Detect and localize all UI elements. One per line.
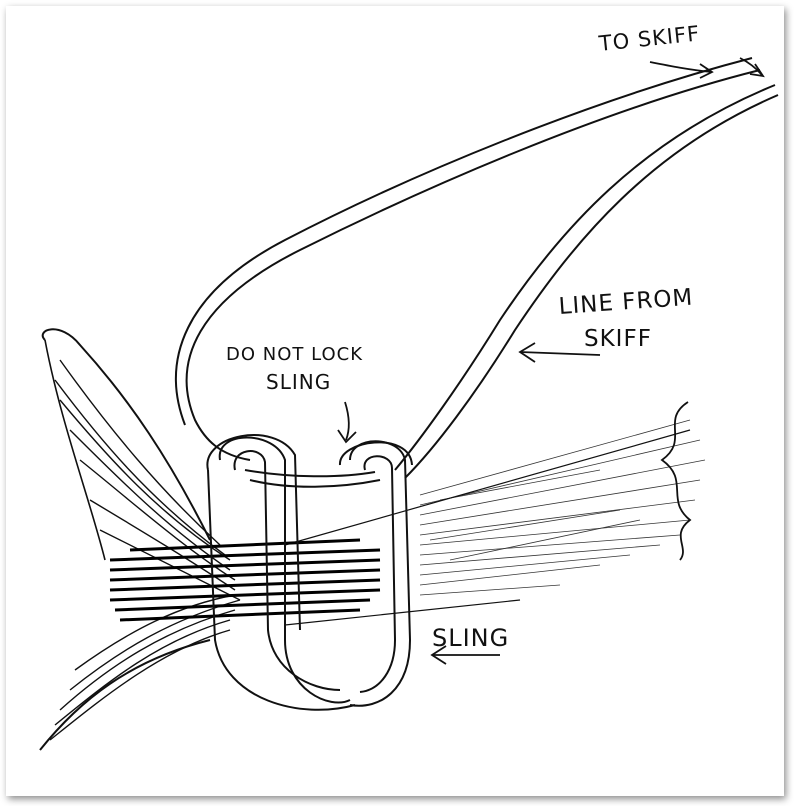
fish-top-line — [285, 430, 690, 545]
do-not-lock-arrow — [338, 402, 356, 442]
fish-body — [420, 420, 705, 595]
do-not-lock-label: DO NOT LOCK — [226, 346, 363, 364]
sling-label: SLING — [432, 626, 509, 650]
to-skiff-arrows — [650, 58, 763, 78]
do-not-lock-sling-label: SLING — [266, 372, 331, 392]
skiff-label: SKIFF — [584, 328, 652, 351]
line-from-skiff — [176, 58, 778, 478]
